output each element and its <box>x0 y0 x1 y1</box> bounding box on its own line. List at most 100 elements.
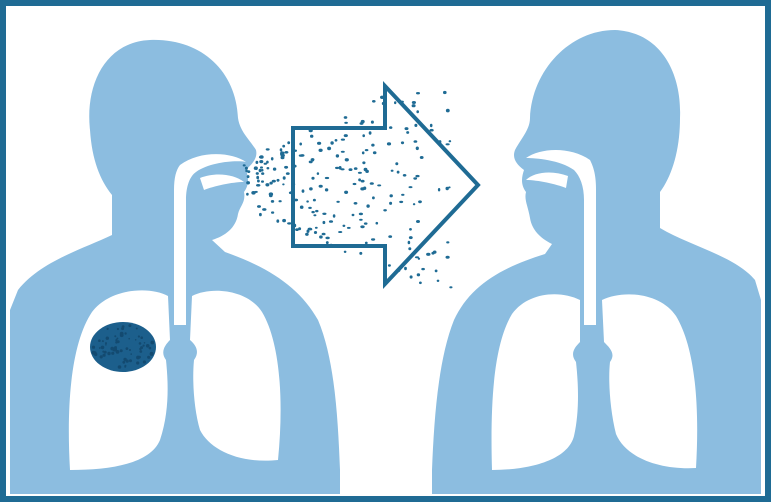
droplet <box>292 199 295 202</box>
droplet <box>416 147 419 151</box>
droplet <box>289 192 293 195</box>
droplet <box>277 179 280 182</box>
droplet <box>365 149 369 151</box>
lesion-texture-speck <box>115 341 118 344</box>
healthy-person-silhouette <box>432 30 761 494</box>
lesion-texture-speck <box>144 342 146 344</box>
droplet <box>293 165 297 168</box>
lesion-texture-speck <box>148 357 150 359</box>
droplet <box>414 124 417 127</box>
droplet <box>362 161 365 164</box>
lesion-texture-speck <box>106 337 109 340</box>
droplet <box>409 236 413 239</box>
droplet <box>313 214 316 216</box>
droplet <box>314 231 317 234</box>
lesion-texture-speck <box>147 345 149 347</box>
droplet <box>261 180 264 182</box>
lesion-texture-speck <box>99 347 101 349</box>
lesion-texture-speck <box>129 349 131 351</box>
droplet <box>354 167 358 170</box>
droplet <box>371 144 374 147</box>
droplet <box>408 247 411 250</box>
lesion-texture-speck <box>105 344 107 346</box>
droplet <box>360 122 364 125</box>
droplet <box>344 122 348 124</box>
droplet <box>349 168 353 171</box>
droplet <box>262 208 266 211</box>
droplet <box>261 169 263 172</box>
lesion-texture-speck <box>102 340 104 342</box>
droplet <box>257 180 260 183</box>
droplet <box>246 181 250 184</box>
droplet <box>299 154 303 156</box>
droplet <box>340 168 344 170</box>
lesion-texture-speck <box>114 335 116 337</box>
droplet <box>344 116 348 119</box>
droplet <box>354 202 358 205</box>
droplet <box>315 227 318 229</box>
droplet <box>329 244 332 247</box>
droplet <box>388 264 391 266</box>
droplet <box>400 101 404 103</box>
droplet <box>300 206 304 209</box>
droplet <box>284 166 288 169</box>
droplet <box>353 183 357 185</box>
droplet <box>287 222 291 224</box>
droplet <box>267 167 270 169</box>
droplet <box>430 124 433 127</box>
droplet <box>446 109 450 113</box>
infected-person-figure <box>10 40 340 494</box>
droplet <box>371 238 375 240</box>
droplet <box>394 101 396 104</box>
droplet <box>283 176 286 179</box>
droplet <box>247 175 250 178</box>
droplet <box>333 214 336 217</box>
droplet <box>433 251 437 254</box>
droplet <box>364 222 368 224</box>
droplet <box>293 150 297 152</box>
droplet <box>256 161 259 164</box>
droplet <box>406 131 409 134</box>
droplet <box>311 158 314 161</box>
droplet <box>265 183 269 186</box>
droplet <box>415 256 419 258</box>
droplet <box>271 211 274 213</box>
droplet <box>319 235 323 238</box>
lesion-texture-speck <box>136 361 139 364</box>
droplet <box>310 135 313 138</box>
droplet <box>347 227 351 229</box>
droplet <box>245 170 248 173</box>
droplet <box>416 92 420 94</box>
droplet <box>401 194 404 196</box>
lesion-texture-speck <box>129 359 132 362</box>
lesion-texture-speck <box>138 335 140 337</box>
lesion-texture-speck <box>124 366 126 368</box>
droplet <box>280 151 284 155</box>
droplet <box>387 142 391 145</box>
droplet <box>323 221 326 224</box>
droplet <box>390 194 393 197</box>
droplet <box>360 187 364 190</box>
lesion-texture-speck <box>113 347 117 351</box>
droplet <box>382 102 385 105</box>
droplet <box>330 141 333 144</box>
droplet <box>266 161 269 164</box>
droplet <box>336 201 339 203</box>
droplet <box>359 219 363 221</box>
lesion-texture-speck <box>104 351 107 354</box>
droplet <box>446 187 449 190</box>
droplet <box>412 104 416 107</box>
droplet <box>282 145 285 148</box>
droplet <box>410 275 413 278</box>
droplet <box>369 131 372 134</box>
droplet <box>287 141 290 144</box>
droplet <box>449 286 452 288</box>
droplet <box>426 253 430 256</box>
droplet <box>362 151 365 154</box>
droplet <box>309 129 313 132</box>
droplet <box>243 164 246 166</box>
droplet <box>413 177 417 179</box>
droplet <box>352 214 355 216</box>
droplet <box>408 241 411 245</box>
